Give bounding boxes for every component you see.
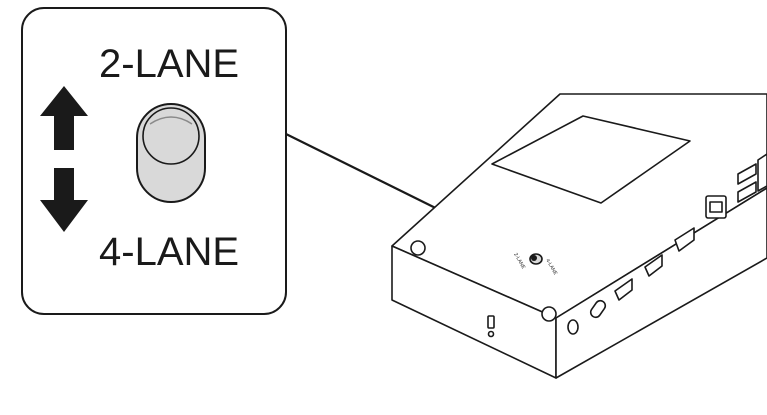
screw-hole-icon — [410, 240, 426, 256]
lock-slot-icon — [487, 315, 495, 329]
callout-label-4-lane: 4-LANE — [99, 230, 240, 274]
usb-a-port-icon — [737, 163, 757, 185]
docking-station — [391, 93, 767, 379]
hdmi-port-icon — [614, 278, 633, 301]
usb-c-port-icon — [589, 299, 607, 319]
device-label-area — [491, 115, 691, 204]
arrow-down-icon — [40, 168, 88, 232]
lock-symbol-icon — [487, 330, 495, 338]
arrow-up-icon — [40, 86, 88, 150]
screw-hole-icon — [541, 306, 557, 322]
hdmi-port-icon — [674, 227, 695, 252]
callout-label-2-lane: 2-LANE — [99, 42, 240, 86]
audio-jack-icon — [567, 319, 579, 335]
slide-switch-icon — [136, 103, 206, 203]
hdmi-port-icon — [644, 254, 663, 277]
device-right-face — [555, 187, 767, 379]
usb-a-port-icon — [737, 181, 757, 203]
callout-zoom-box — [21, 7, 287, 315]
